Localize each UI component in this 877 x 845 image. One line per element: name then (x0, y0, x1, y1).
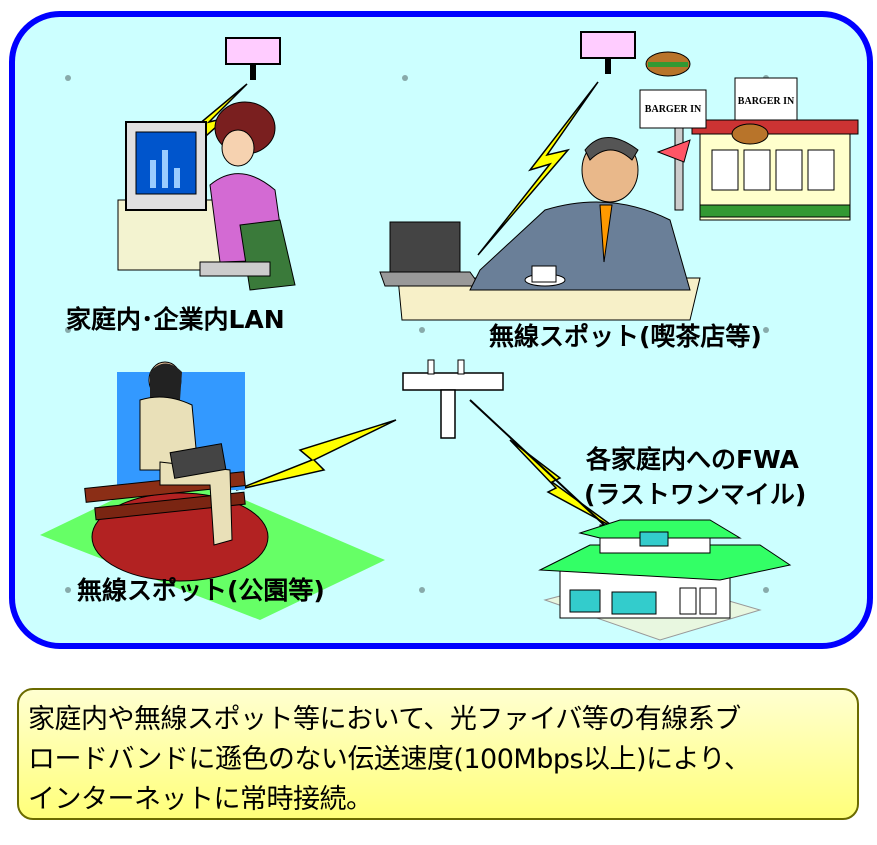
background-dots (65, 75, 769, 593)
label-park: 無線スポット(公園等) (77, 576, 325, 605)
lightning-bolt-cafe-icon (477, 81, 599, 256)
label-lan: 家庭内･企業内LAN (66, 305, 285, 334)
antenna-left-icon (225, 37, 281, 80)
shop-sign-left: BARGER IN (645, 104, 702, 115)
antenna-right-icon (580, 31, 636, 74)
shop-sign-right: BARGER IN (738, 96, 795, 107)
label-fwa-line2: (ラストワンマイル) (584, 480, 807, 509)
businessman-on-phone-illustration (379, 137, 701, 321)
label-cafe: 無線スポット(喫茶店等) (489, 322, 762, 351)
burger-shop-illustration: BARGER IN BARGER IN (639, 51, 859, 221)
fwa-link-line (469, 399, 616, 536)
summary-note: 家庭内や無線スポット等において、光ファイバ等の有線系ブ ロードバンドに遜色のない… (17, 688, 859, 820)
woman-on-park-bench-illustration (40, 361, 385, 620)
woman-at-computer-illustration (117, 101, 296, 291)
house-illustration (538, 519, 792, 641)
label-fwa-line1: 各家庭内へのFWA (586, 445, 799, 474)
access-point-icon (402, 359, 504, 439)
summary-note-line: 家庭内や無線スポット等において、光ファイバ等の有線系ブ (28, 704, 741, 735)
summary-note-line: ロードバンドに遜色のない伝送速度(100Mbps以上)により、 (28, 744, 751, 775)
summary-note-line: インターネットに常時接続。 (28, 784, 373, 815)
